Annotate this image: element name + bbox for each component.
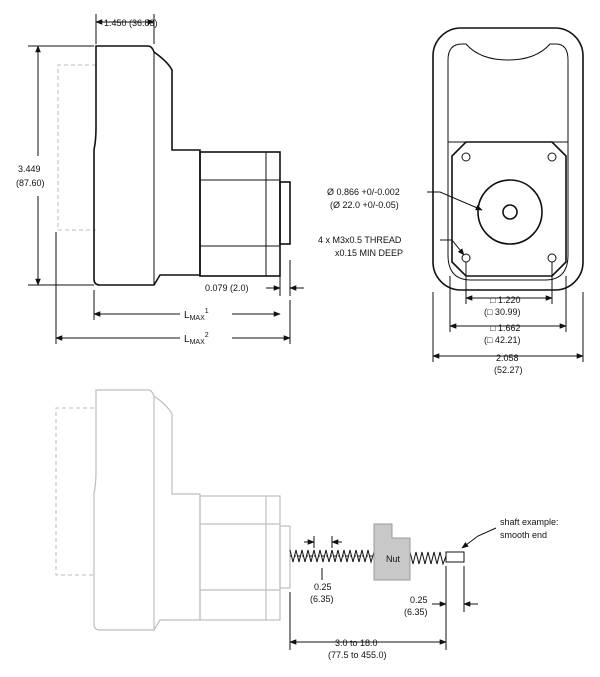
shaft-note-1: shaft example: — [500, 517, 559, 527]
dim-pitch-in: 0.25 — [314, 582, 332, 592]
dim-height-in: 3.449 — [18, 164, 41, 174]
shaft-note-2: smooth end — [500, 530, 547, 540]
thread-note-1: 4 x M3x0.5 THREAD — [318, 235, 402, 245]
front-shaft — [502, 204, 518, 220]
dim-depth: 1.450 (36.83) — [104, 18, 158, 28]
side-flange — [279, 181, 291, 245]
front-pilot — [477, 179, 543, 245]
dim-height-mm: (87.60) — [16, 178, 45, 188]
leader-line — [440, 239, 465, 256]
dim-bolt-in: □ 1.220 — [490, 295, 520, 305]
front-inner-housing — [447, 43, 569, 281]
dim-bolt-mm: (□ 30.99) — [484, 307, 520, 317]
front-mount-hole — [461, 253, 471, 263]
dim-length-mm: (77.5 to 455.0) — [328, 650, 387, 660]
side-motor — [199, 151, 281, 277]
dim-width-mm: (52.27) — [494, 365, 523, 375]
pilot-note-2: (Ø 22.0 +0/-0.05) — [330, 200, 399, 210]
lead-screw-thread — [289, 549, 375, 564]
nut-body — [373, 523, 411, 581]
leader-line — [427, 191, 483, 211]
front-mount-hole — [461, 152, 471, 162]
lower-motor — [199, 495, 281, 621]
lower-phantom-outline — [55, 407, 94, 576]
side-view: 1.450 (36.83) 3.449 (87.60) 0.079 (2.0) … — [16, 14, 304, 346]
lmax1-label: LMAX1 — [184, 308, 209, 322]
lower-flange — [279, 525, 291, 589]
dim-frame-in: □ 1.662 — [490, 323, 520, 333]
front-mount-hole — [547, 253, 557, 263]
lower-housing — [93, 389, 201, 631]
side-phantom-outline — [57, 64, 96, 231]
dim-end-in: 0.25 — [410, 595, 428, 605]
dim-flange: 0.079 (2.0) — [205, 283, 249, 293]
leadscrew-view: Nut shaft example: smooth end 0.25 (6.35… — [55, 389, 559, 660]
shaft-smooth-end — [445, 551, 465, 563]
front-mount-hole — [547, 152, 557, 162]
front-view: Ø 0.866 +0/-0.002 (Ø 22.0 +0/-0.05) 4 x … — [318, 27, 584, 375]
lmax2-label: LMAX2 — [184, 332, 209, 346]
lead-screw-thread — [409, 551, 447, 566]
front-outer-housing — [432, 27, 584, 291]
dim-pitch-mm: (6.35) — [310, 594, 334, 604]
leader-line — [461, 527, 497, 549]
dim-frame-mm: (□ 42.21) — [484, 335, 520, 345]
dim-width-in: 2.058 — [496, 353, 519, 363]
side-housing — [93, 45, 201, 286]
nut-label: Nut — [386, 554, 401, 564]
dim-end-mm: (6.35) — [404, 607, 428, 617]
dim-length-in: 3.0 to 18.0 — [335, 638, 378, 648]
thread-note-2: x0.15 MIN DEEP — [335, 248, 403, 258]
pilot-note-1: Ø 0.866 +0/-0.002 — [327, 187, 400, 197]
